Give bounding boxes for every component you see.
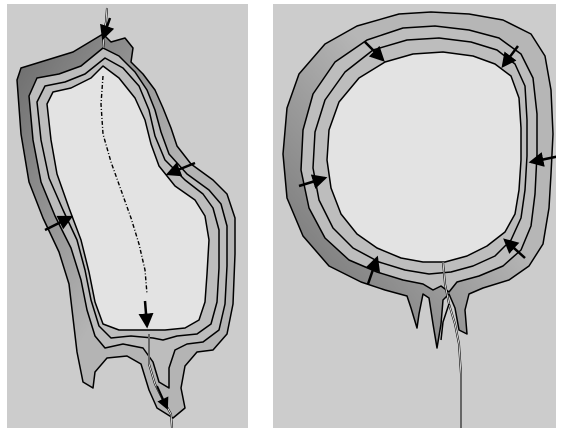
left-panel-figure	[7, 4, 248, 428]
right-diagram	[273, 4, 556, 428]
left-diagram	[7, 4, 248, 428]
right-panel-figure	[273, 4, 556, 428]
right-inner-region	[327, 52, 521, 262]
